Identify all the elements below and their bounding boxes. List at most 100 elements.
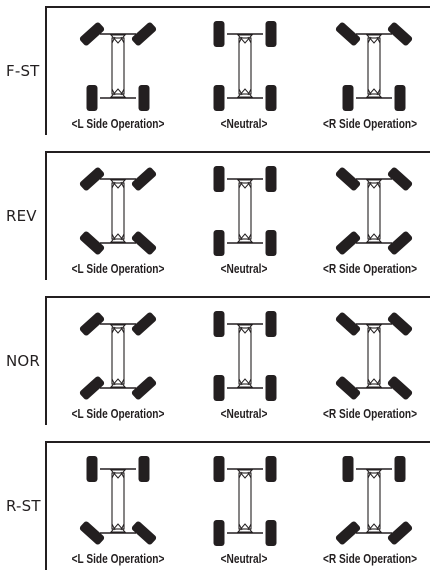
- mode-panel-f-st: F-ST <L Side Operation> <Neutral> <R Side O…: [0, 6, 432, 141]
- rear-left-wheel: [213, 85, 225, 111]
- frame-rail: [238, 37, 252, 95]
- vehicle-diagram-right: [335, 22, 413, 111]
- vehicle-diagram-neutral: [213, 456, 277, 546]
- rear-left-wheel: [335, 376, 361, 400]
- mode-panel-r-st: R-ST<L Side Operation><Neutral><R Side O…: [0, 441, 432, 576]
- rear-left-wheel: [342, 85, 354, 111]
- frame-rail: [367, 182, 381, 240]
- rear-strut: [238, 88, 252, 96]
- rear-left-wheel: [335, 521, 361, 545]
- caption-neutral: <Neutral>: [220, 116, 268, 131]
- front-strut: [367, 471, 381, 479]
- bracket-horizontal: [45, 441, 430, 443]
- chassis-group: [213, 311, 277, 401]
- front-right-wheel: [265, 456, 277, 482]
- bracket-horizontal: [45, 151, 430, 153]
- caption-right-side-operation: <R Side Operation>: [322, 261, 418, 276]
- chassis-group: [79, 312, 157, 400]
- chassis-group: [79, 456, 157, 545]
- rear-right-wheel: [387, 376, 413, 400]
- front-strut: [367, 326, 381, 334]
- rear-left-wheel: [213, 230, 225, 256]
- front-left-wheel: [79, 312, 105, 336]
- front-right-wheel: [138, 456, 150, 482]
- rear-right-wheel: [131, 231, 157, 255]
- vehicle-diagram-neutral: [213, 21, 277, 111]
- rear-right-wheel: [131, 376, 157, 400]
- rear-left-wheel: [213, 375, 225, 401]
- rear-strut: [238, 378, 252, 386]
- rear-strut: [238, 523, 252, 531]
- chassis-group: [213, 166, 277, 256]
- caption-left-side-operation: <L Side Operation>: [71, 261, 165, 276]
- bracket-vertical: [45, 296, 47, 425]
- rear-strut: [111, 233, 125, 241]
- rear-right-wheel: [265, 85, 277, 111]
- front-strut: [111, 36, 125, 44]
- rear-strut: [367, 233, 381, 241]
- frame-rail: [238, 327, 252, 385]
- frame-rail: [111, 327, 125, 385]
- caption-neutral: <Neutral>: [220, 551, 268, 566]
- front-strut: [367, 36, 381, 44]
- frame-rail: [238, 182, 252, 240]
- rear-right-wheel: [387, 521, 413, 545]
- front-strut: [367, 181, 381, 189]
- front-right-wheel: [131, 22, 157, 46]
- rear-left-wheel: [86, 85, 98, 111]
- front-left-wheel: [79, 167, 105, 191]
- caption-right-side-operation: <R Side Operation>: [322, 116, 418, 131]
- caption-neutral: <Neutral>: [220, 406, 268, 421]
- frame-rail: [111, 472, 125, 530]
- front-left-wheel: [335, 167, 361, 191]
- frame-rail: [367, 327, 381, 385]
- rear-strut: [367, 523, 381, 531]
- frame-rail: [111, 182, 125, 240]
- front-right-wheel: [131, 312, 157, 336]
- rear-strut: [367, 88, 381, 96]
- front-right-wheel: [394, 456, 406, 482]
- front-right-wheel: [387, 167, 413, 191]
- front-left-wheel: [213, 456, 225, 482]
- frame-rail: [111, 37, 125, 95]
- front-strut: [238, 471, 252, 479]
- rear-strut: [111, 378, 125, 386]
- front-strut: [238, 36, 252, 44]
- caption-neutral: <Neutral>: [220, 261, 268, 276]
- rear-left-wheel: [79, 231, 105, 255]
- caption-right-side-operation: <R Side Operation>: [322, 551, 418, 566]
- vehicle-diagram-left: [79, 456, 157, 545]
- mode-label: F-ST: [6, 62, 40, 80]
- mode-panel-rev: REV <L Side Operation> <Neutral> <R Side Op…: [0, 151, 432, 286]
- front-right-wheel: [387, 312, 413, 336]
- mode-panel-nor: NOR<L Side Operation><Neutral><R Side Op…: [0, 296, 432, 431]
- front-left-wheel: [213, 21, 225, 47]
- rear-right-wheel: [387, 231, 413, 255]
- rear-left-wheel: [79, 376, 105, 400]
- vehicle-diagram-left: [79, 167, 157, 255]
- vehicle-diagram-left: [79, 312, 157, 400]
- rear-strut: [238, 233, 252, 241]
- rear-strut: [111, 523, 125, 531]
- front-left-wheel: [79, 22, 105, 46]
- chassis-group: [213, 21, 277, 111]
- caption-left-side-operation: <L Side Operation>: [71, 406, 165, 421]
- vehicle-diagram-neutral: [213, 166, 277, 256]
- front-left-wheel: [213, 166, 225, 192]
- frame-rail: [367, 37, 381, 95]
- mode-label: REV: [6, 207, 37, 225]
- caption-left-side-operation: <L Side Operation>: [71, 116, 165, 131]
- front-strut: [238, 326, 252, 334]
- rear-right-wheel: [138, 85, 150, 111]
- bracket-vertical: [45, 151, 47, 280]
- chassis-group: [335, 312, 413, 400]
- bracket-vertical: [45, 441, 47, 570]
- rear-strut: [367, 378, 381, 386]
- caption-left-side-operation: <L Side Operation>: [71, 551, 165, 566]
- chassis-group: [335, 22, 413, 111]
- mode-label: NOR: [6, 352, 41, 370]
- chassis-group: [335, 167, 413, 255]
- rear-right-wheel: [265, 230, 277, 256]
- vehicle-diagram-left: [79, 22, 157, 111]
- front-left-wheel: [342, 456, 354, 482]
